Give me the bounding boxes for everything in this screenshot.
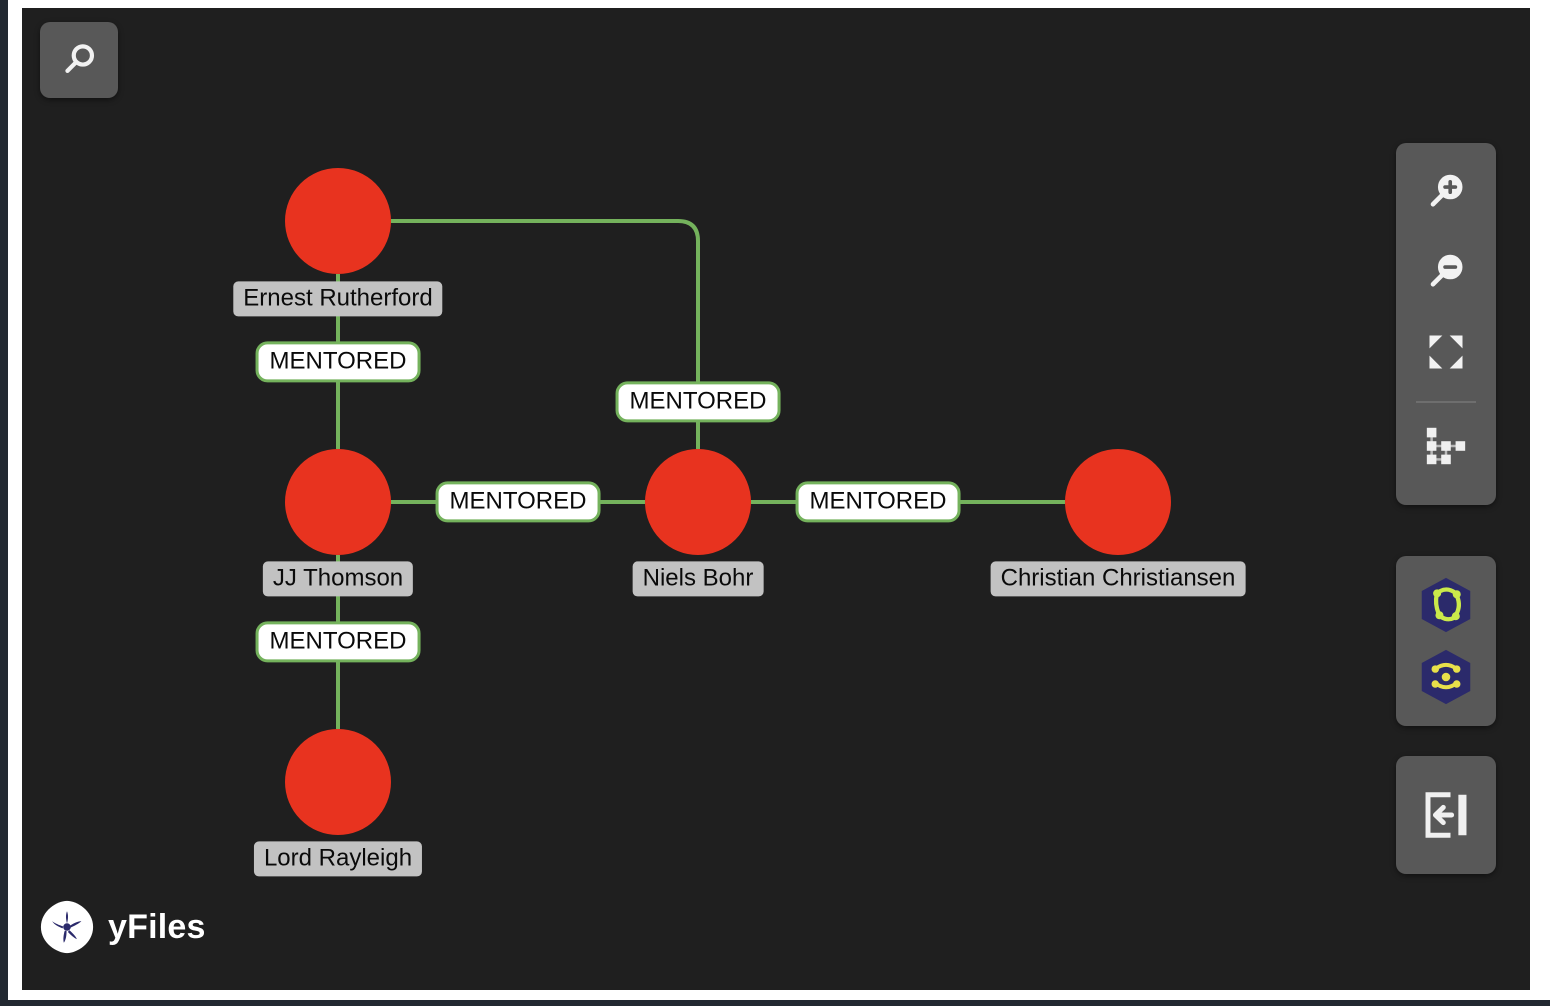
fit-content-icon [1429, 335, 1463, 369]
edge-label-thomson-bohr[interactable]: MENTORED [435, 481, 601, 523]
zoom-out-button[interactable] [1409, 239, 1483, 305]
radial-layout-button[interactable] [1409, 644, 1483, 710]
node-label-rayleigh[interactable]: Lord Rayleigh [253, 841, 423, 877]
bottom-border-rail [0, 1000, 1550, 1006]
node-christiansen [1065, 449, 1171, 555]
search-button[interactable] [40, 22, 118, 98]
zoom-in-button[interactable] [1409, 159, 1483, 225]
organic-layout-icon [1421, 577, 1471, 633]
yfiles-logo: yFiles [40, 900, 206, 954]
node-rutherford [285, 168, 391, 274]
zoom-toolbar [1396, 143, 1496, 505]
edge-label-bohr-christiansen[interactable]: MENTORED [795, 481, 961, 523]
edge-rutherford-bohr [391, 219, 700, 449]
graph-edges-layer [285, 168, 1171, 835]
search-icon [65, 44, 95, 73]
collapse-sidebar-icon [1425, 792, 1467, 838]
yfiles-logo-icon [40, 900, 94, 954]
node-label-bohr[interactable]: Niels Bohr [632, 561, 764, 597]
collapse-sidebar-button[interactable] [1409, 782, 1483, 848]
node-label-christiansen[interactable]: Christian Christiansen [990, 561, 1246, 597]
graph-nodes-layer [285, 168, 1171, 835]
fit-content-button[interactable] [1409, 319, 1483, 385]
organic-layout-button[interactable] [1409, 572, 1483, 638]
toolbar-divider [1416, 401, 1476, 403]
layout-toolbar [1396, 556, 1496, 726]
zoom-out-icon [1430, 254, 1463, 287]
left-border-rail [0, 0, 8, 1006]
yfiles-logo-text: yFiles [108, 907, 206, 946]
node-rayleigh [285, 729, 391, 835]
edge-label-thomson-rayleigh[interactable]: MENTORED [255, 621, 421, 663]
radial-layout-icon [1421, 649, 1471, 705]
node-thomson [285, 449, 391, 555]
hierarchic-layout-icon [1426, 427, 1466, 465]
edge-label-rutherford-thomson[interactable]: MENTORED [255, 341, 421, 383]
edge-label-rutherford-bohr[interactable]: MENTORED [615, 381, 781, 423]
collapse-panel-toolbar [1396, 756, 1496, 874]
node-label-thomson[interactable]: JJ Thomson [262, 561, 414, 597]
graph-canvas[interactable]: Ernest Rutherford JJ Thomson Niels Bohr … [22, 8, 1530, 990]
zoom-in-icon [1430, 174, 1463, 207]
node-label-rutherford[interactable]: Ernest Rutherford [233, 281, 443, 317]
hierarchic-layout-button[interactable] [1409, 413, 1483, 479]
node-bohr [645, 449, 751, 555]
